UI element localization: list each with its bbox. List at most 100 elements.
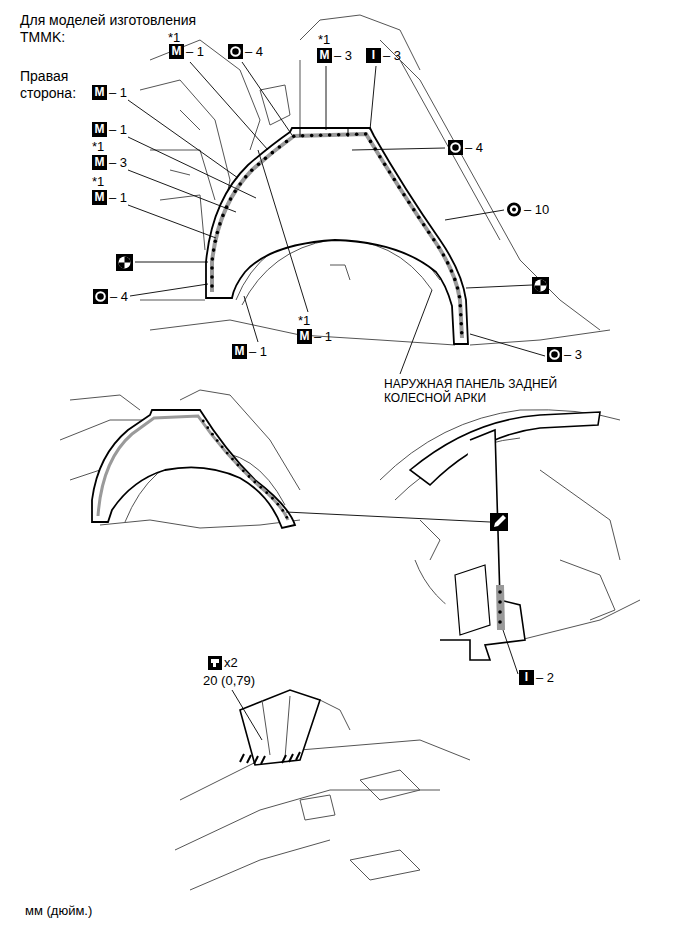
part-name: НАРУЖНАЯ ПАНЕЛЬ ЗАДНЕЙ КОЛЕСНОЙ АРКИ (383, 377, 565, 405)
callout-key: I (366, 48, 381, 63)
footnote-mark: *1 (92, 174, 104, 189)
side-note: Правая сторона: (20, 68, 100, 102)
model-note: Для моделей изготовления TMMK: (20, 12, 220, 46)
weld-spot (442, 253, 446, 257)
callout-key: M (317, 48, 332, 63)
weld-spot (450, 269, 454, 273)
wheel-arch-panel (206, 128, 468, 344)
weld-spot (250, 168, 254, 172)
weld-spot (211, 257, 215, 261)
weld-spot (281, 509, 284, 512)
weld-spot (301, 134, 305, 138)
weld-spot (244, 175, 248, 179)
weld-spot (456, 286, 460, 290)
callout-number: – 1 (109, 122, 127, 137)
weld-spot (285, 140, 289, 144)
callout-number: – 3 (383, 48, 401, 63)
callout-number: – 3 (109, 155, 127, 170)
callout-number: – 4 (110, 289, 128, 304)
weld-spot (458, 295, 462, 299)
sealer-band (212, 134, 462, 338)
weld-spots (210, 132, 463, 334)
weld-spot (328, 133, 332, 137)
weld-spot (412, 208, 416, 212)
callout-number: – 1 (249, 344, 267, 359)
weld-spot (257, 162, 261, 166)
callout-key: M (232, 344, 247, 359)
weld-spot (271, 151, 275, 155)
weld-spot (206, 426, 209, 429)
weld-spot (238, 182, 242, 186)
weld-spot (337, 133, 341, 137)
weld-spot (202, 420, 205, 423)
callout-key: M (169, 44, 184, 59)
footnote-mark: *1 (92, 139, 104, 154)
callout-number: – 10 (524, 202, 549, 217)
weld-spot (427, 230, 431, 234)
weld-spot (229, 197, 233, 201)
callout-key: M (297, 329, 312, 344)
dimension: 20 (0,79) (203, 673, 255, 688)
weld-spot (446, 261, 450, 265)
weld-spot (285, 516, 288, 519)
callout-number: – 4 (465, 140, 483, 155)
symbol-icons (93, 44, 562, 670)
weld-spot (278, 145, 282, 149)
callout-number: – 3 (334, 48, 352, 63)
surrounding-body (60, 15, 640, 890)
weld-spot (226, 452, 229, 455)
weld-spot (276, 503, 279, 506)
callout-number: – 1 (314, 329, 332, 344)
callout-key: M (92, 85, 107, 100)
weld-spot (383, 163, 387, 167)
weld-spot (216, 231, 220, 235)
weld-spot (437, 245, 441, 249)
weld-spot (422, 223, 426, 227)
weld-spot (397, 185, 401, 189)
footnote-mark: *1 (298, 313, 310, 328)
footnote-mark: *1 (168, 30, 180, 45)
callout-key: M (92, 155, 107, 170)
weld-spot (393, 178, 397, 182)
weld-spot (402, 193, 406, 197)
weld-spot (432, 238, 436, 242)
unit-note: мм (дюйм.) (25, 903, 92, 918)
quantity: x2 (224, 655, 238, 670)
weld-spot (218, 222, 222, 226)
weld-spot (319, 133, 323, 137)
weld-spot (213, 239, 217, 243)
weld-spot (259, 486, 262, 489)
weld-spot (248, 475, 251, 478)
callout-number: – 2 (536, 670, 554, 685)
weld-spot (417, 216, 421, 220)
weld-spot (369, 140, 373, 144)
weld-spot (459, 322, 463, 326)
weld-spot (210, 266, 214, 270)
weld-spot (242, 469, 245, 472)
weld-spot (216, 439, 219, 442)
callout-number: – 1 (109, 85, 127, 100)
weld-spot (407, 200, 411, 204)
weld-spot (265, 491, 268, 494)
weld-spot (210, 284, 214, 288)
callout-number: – 1 (109, 190, 127, 205)
wheel-arch-panel (92, 410, 295, 528)
weld-spot (221, 214, 225, 218)
weld-spot (236, 464, 239, 467)
weld-spot (221, 445, 224, 448)
callout-number: – 1 (186, 44, 204, 59)
weld-spot (271, 497, 274, 500)
callout-key: I (519, 670, 534, 685)
weld-spot (459, 313, 463, 317)
weld-spot (388, 170, 392, 174)
weld-spot (355, 132, 359, 136)
weld-spot (212, 248, 216, 252)
callout-key: M (92, 190, 107, 205)
weld-spot (459, 304, 463, 308)
footnote-mark: *1 (318, 32, 330, 47)
weld-spot (264, 157, 268, 161)
weld-spot (231, 458, 234, 461)
callout-key: M (92, 122, 107, 137)
weld-spot (378, 155, 382, 159)
weld-spot (233, 190, 237, 194)
